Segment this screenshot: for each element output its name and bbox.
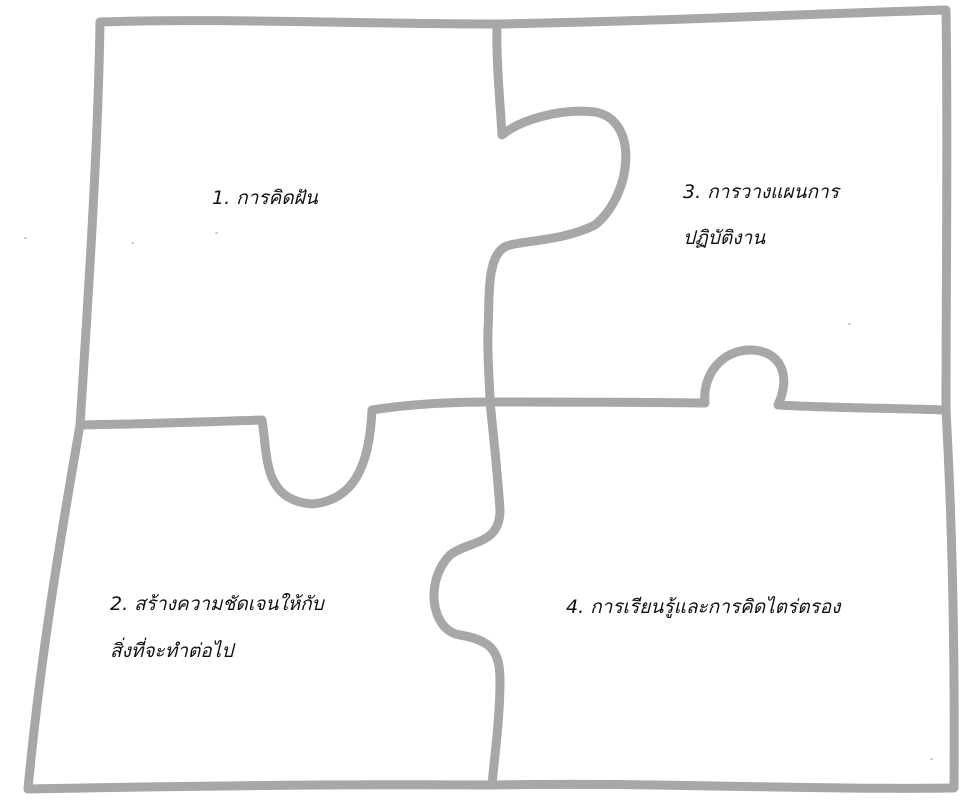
- piece-1-label: 1. การคิดฝัน: [212, 188, 318, 209]
- piece-2-label-line-2: สิ่งที่จะทำต่อไป: [110, 641, 324, 662]
- puzzle-seam-top-vertical: [488, 24, 626, 402]
- paper-speck: [930, 758, 933, 760]
- piece-3-label-line-1: 3. การวางแผนการ: [683, 182, 839, 203]
- piece-2-label: 2. สร้างความชัดเจนให้กับ สิ่งที่จะทำต่อไ…: [110, 594, 324, 662]
- paper-speck: [24, 237, 27, 239]
- paper-speck: [215, 232, 218, 234]
- piece-3-label: 3. การวางแผนการ ปฏิบัติงาน: [683, 182, 839, 249]
- puzzle-seam-left-horizontal: [80, 402, 490, 504]
- puzzle-seam-bottom-vertical: [434, 402, 500, 785]
- piece-4-label: 4. การเรียนรู้และการคิดไตร่ตรอง: [566, 597, 840, 618]
- piece-4-label-line-1: 4. การเรียนรู้และการคิดไตร่ตรอง: [566, 597, 840, 618]
- piece-3-label-line-2: ปฏิบัติงาน: [683, 228, 839, 249]
- piece-2-label-line-1: 2. สร้างความชัดเจนให้กับ: [110, 594, 324, 615]
- paper-speck: [131, 242, 134, 244]
- piece-1-label-line-1: 1. การคิดฝัน: [212, 188, 318, 209]
- paper-speck: [848, 323, 851, 325]
- puzzle-seam-right-horizontal: [490, 350, 946, 410]
